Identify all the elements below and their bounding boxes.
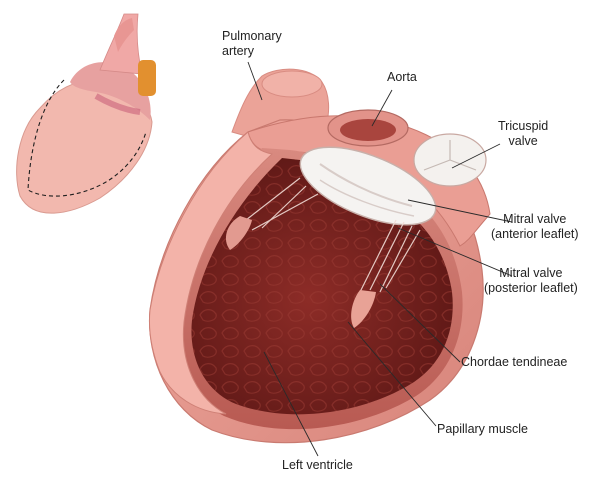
- label-aorta: Aorta: [387, 70, 417, 85]
- label-mitral-posterior: Mitral valve (posterior leaflet): [484, 266, 578, 296]
- label-aorta-text: Aorta: [387, 70, 417, 85]
- label-tricuspid-line2: valve: [498, 134, 548, 149]
- label-tricuspid-valve: Tricuspid valve: [498, 119, 548, 149]
- label-tricuspid-line1: Tricuspid: [498, 119, 548, 134]
- label-mitral-posterior-line2: (posterior leaflet): [484, 281, 578, 296]
- label-mitral-anterior-line2: (anterior leaflet): [491, 227, 579, 242]
- label-pulmonary-line2: artery: [222, 44, 282, 59]
- label-chordae-tendineae: Chordae tendineae: [461, 355, 567, 370]
- label-pulmonary-line1: Pulmonary: [222, 29, 282, 44]
- thumbnail-heart: [17, 14, 156, 213]
- label-papillary-text: Papillary muscle: [437, 422, 528, 437]
- label-pulmonary-artery: Pulmonary artery: [222, 29, 282, 59]
- sectioned-heart: [149, 69, 490, 443]
- label-left-ventricle-text: Left ventricle: [282, 458, 353, 473]
- label-papillary-muscle: Papillary muscle: [437, 422, 528, 437]
- label-mitral-anterior: Mitral valve (anterior leaflet): [491, 212, 579, 242]
- label-mitral-posterior-line1: Mitral valve: [484, 266, 578, 281]
- label-chordae-text: Chordae tendineae: [461, 355, 567, 370]
- label-left-ventricle: Left ventricle: [282, 458, 353, 473]
- label-mitral-anterior-line1: Mitral valve: [491, 212, 579, 227]
